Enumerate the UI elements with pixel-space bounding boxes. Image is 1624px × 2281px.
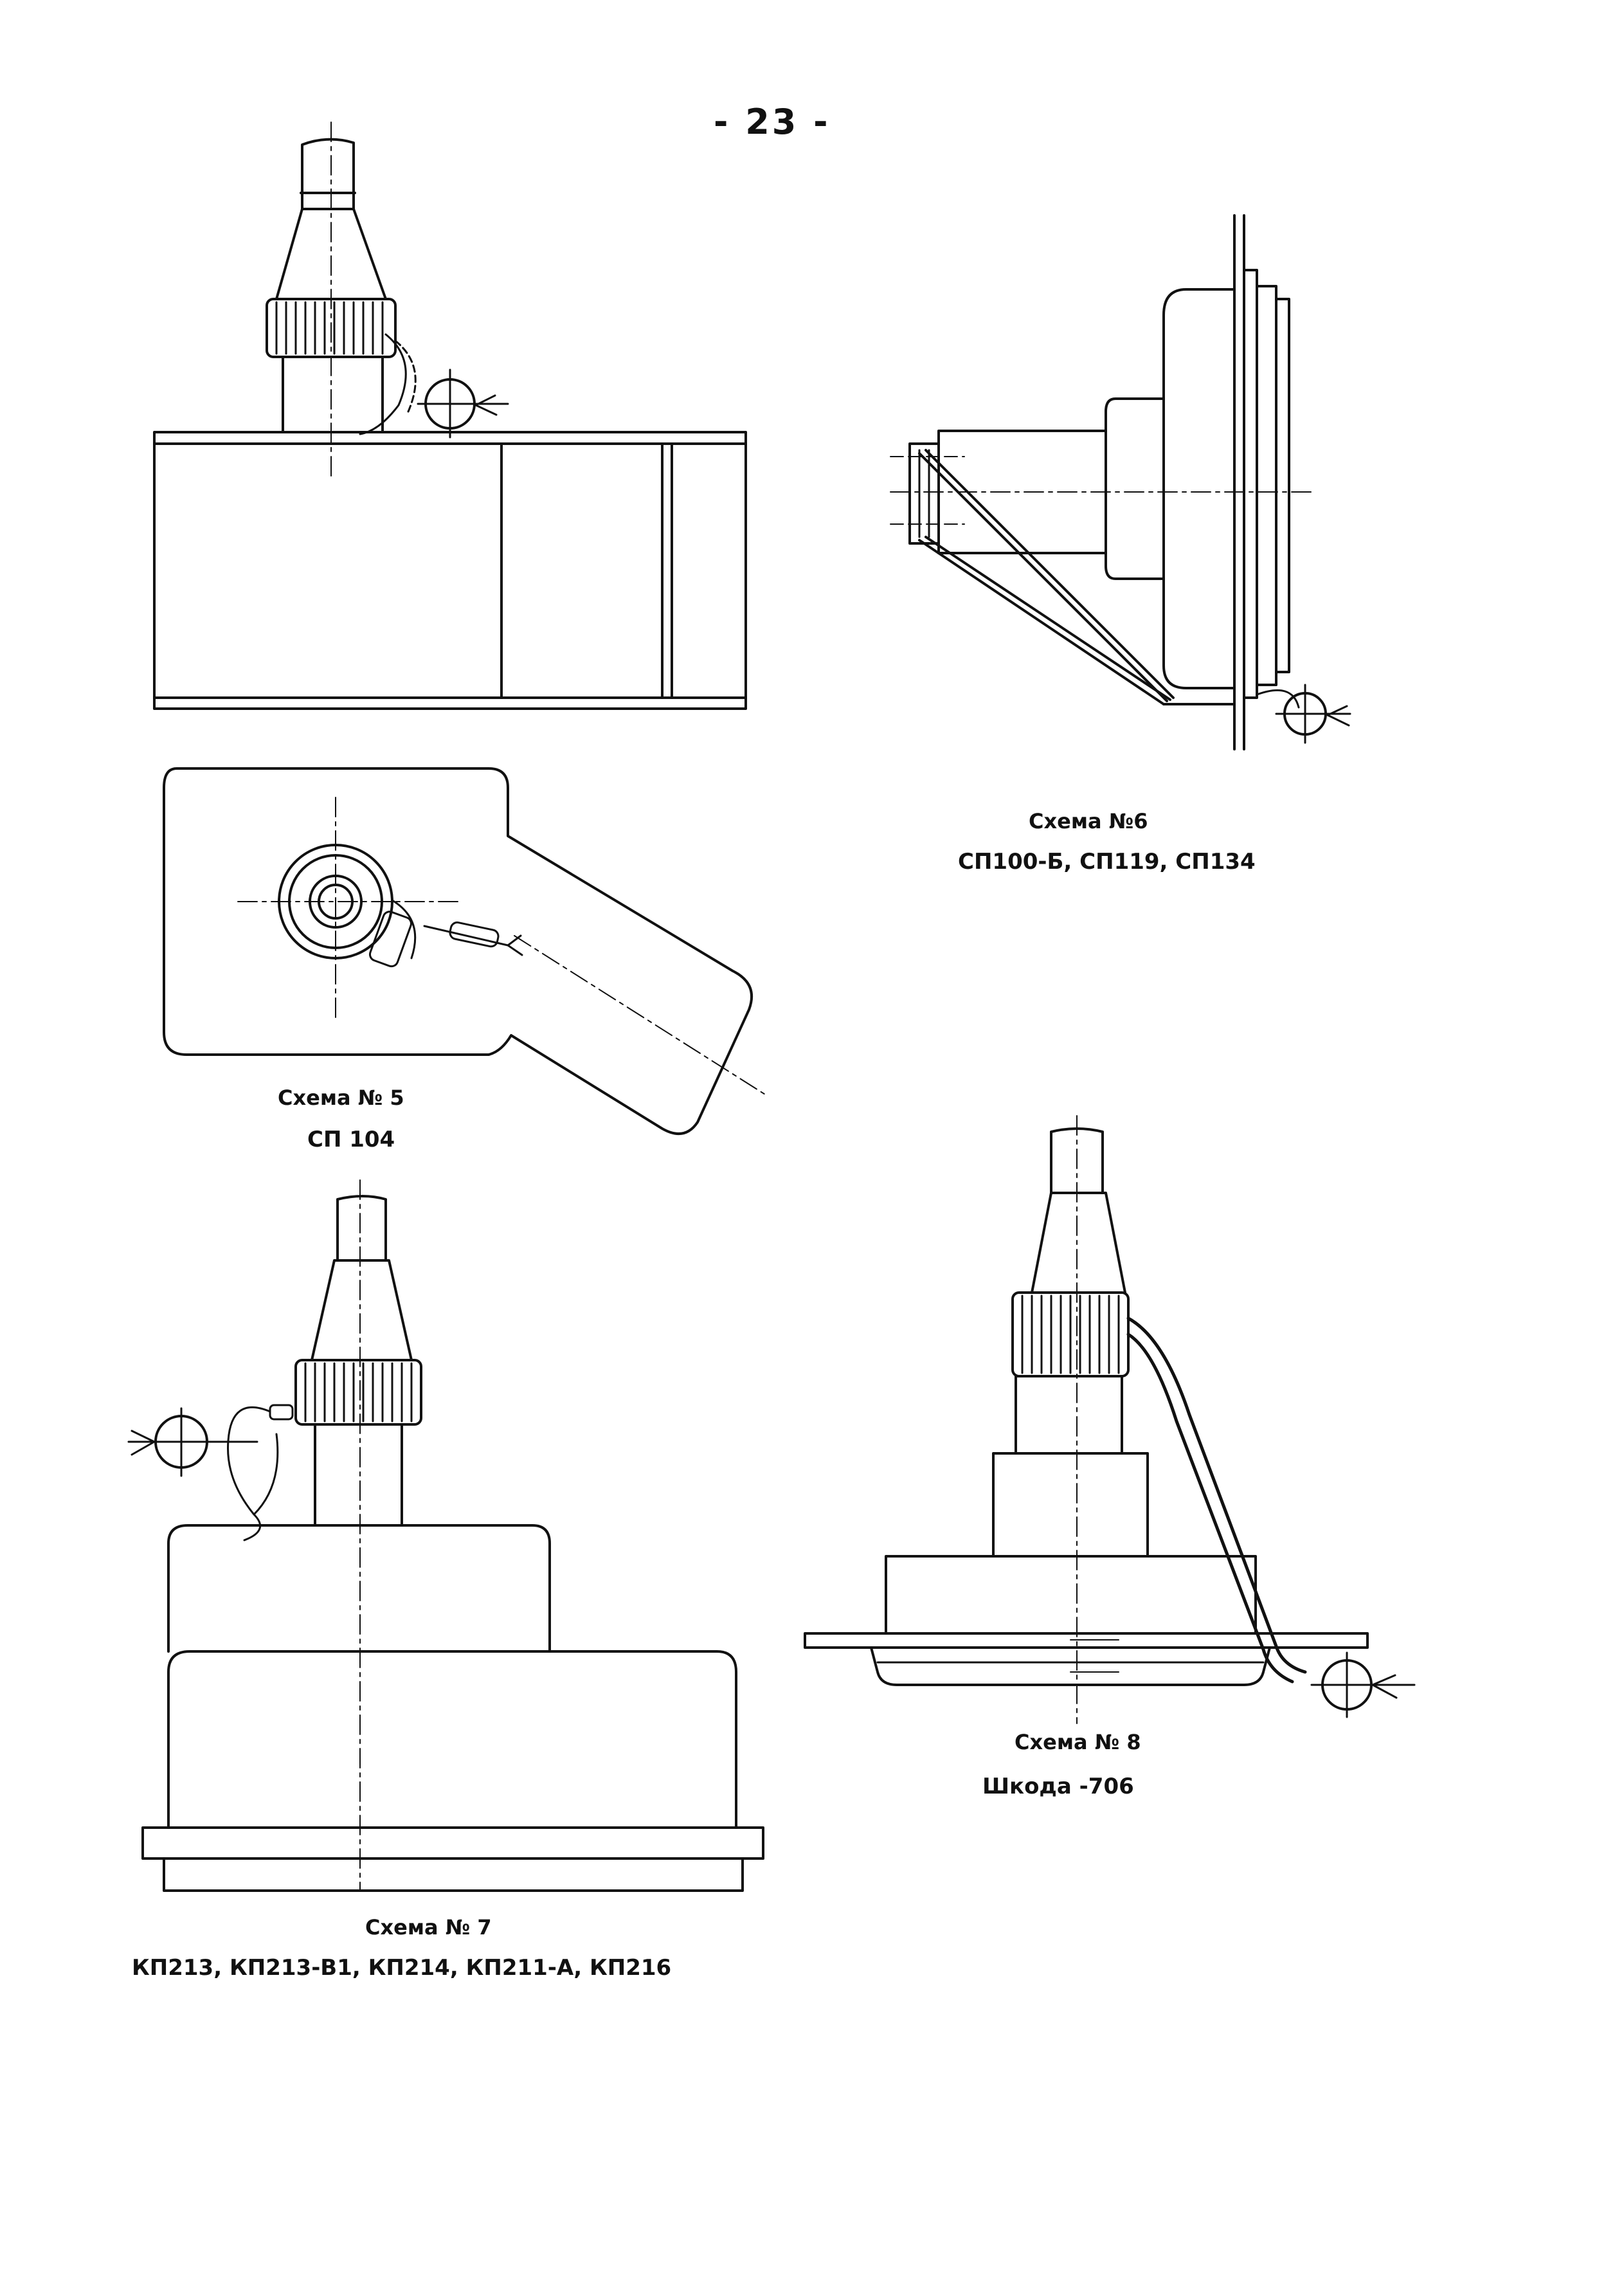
drawing-scheme-6	[890, 214, 1351, 750]
scheme-8-models: Шкода -706	[982, 1774, 1134, 1799]
scheme-5-models: СП 104	[307, 1127, 395, 1152]
drawing-scheme-7	[127, 1179, 764, 1892]
scheme-6-title: Схема №6	[1029, 809, 1148, 833]
scheme-5-title: Схема № 5	[278, 1086, 404, 1110]
page-number: - 23 -	[714, 102, 831, 142]
drawing-scheme-5	[163, 767, 769, 1135]
scheme-7-title: Схема № 7	[365, 1915, 492, 1940]
scheme-6-models: СП100-Б, СП119, СП134	[958, 849, 1256, 875]
drawing-scheme-8	[804, 1115, 1416, 1724]
drawing-valve-on-body	[153, 122, 747, 710]
scheme-8-title: Схема № 8	[1015, 1730, 1141, 1754]
scheme-7-models: КП213, КП213-В1, КП214, КП211-А, КП216	[132, 1955, 672, 1981]
